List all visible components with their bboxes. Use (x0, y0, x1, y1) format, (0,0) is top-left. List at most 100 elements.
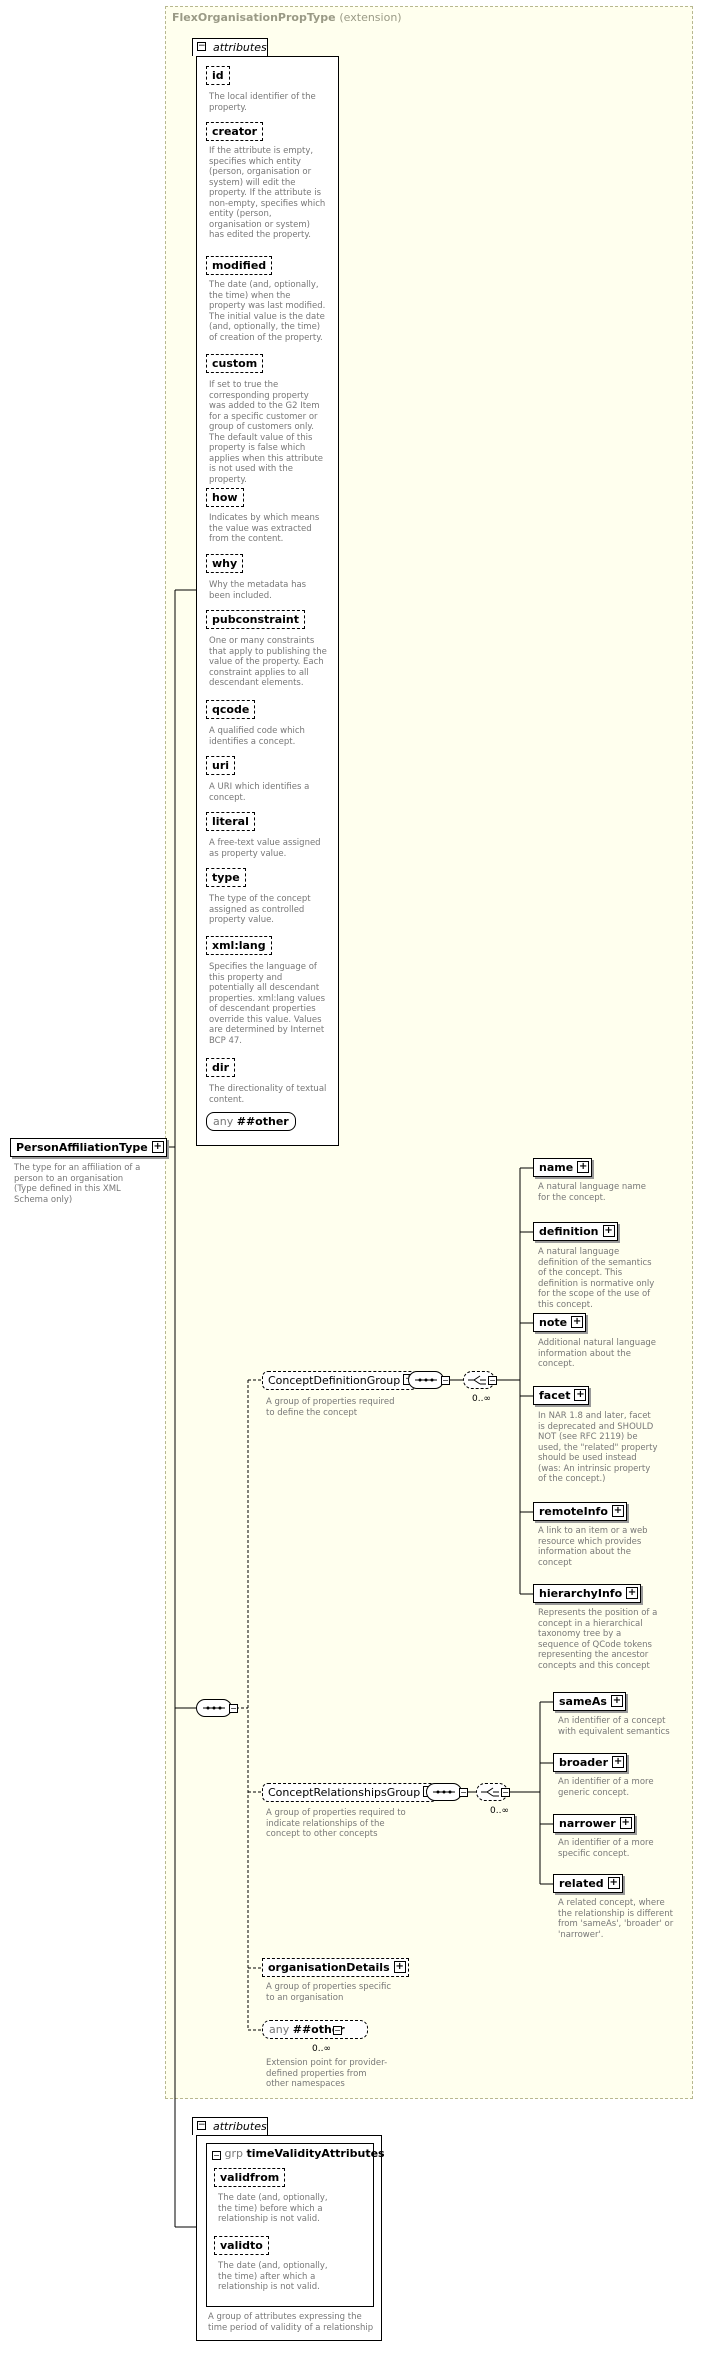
element-narrower-desc: An identifier of a more specific concept… (558, 1838, 654, 1859)
attributes-tab[interactable]: −attributes (192, 38, 268, 56)
element-name-desc: A natural language name for the concept. (538, 1182, 646, 1203)
attr-how[interactable]: how (206, 488, 244, 507)
attr-uri-desc: A URI which identifies a concept. (209, 782, 310, 803)
attr-dir[interactable]: dir (206, 1058, 236, 1077)
any-other-attribute[interactable]: any ##other (206, 1112, 296, 1131)
element-related-desc: A related concept, where the relationshi… (558, 1898, 674, 1940)
cdg-sequence-compositor[interactable] (408, 1371, 444, 1389)
element-narrower[interactable]: narrower (553, 1814, 635, 1833)
attr-validfrom[interactable]: validfrom (214, 2168, 286, 2187)
element-hierarchy-info[interactable]: hierarchyInfo (533, 1584, 642, 1603)
attr-pubconstraint-desc: One or many constraints that apply to pu… (209, 636, 327, 688)
attr-literal-label: literal (212, 815, 249, 828)
attr-pubconstraint[interactable]: pubconstraint (206, 610, 306, 629)
attr-why-desc: Why the metadata has been included. (209, 580, 307, 601)
crg-cardinality: 0..∞ (490, 1806, 509, 1816)
crg-choice-collapse-icon[interactable]: − (501, 1788, 510, 1797)
attr-type[interactable]: type (206, 868, 246, 887)
attr-id-desc: The local identifier of the property. (209, 92, 316, 113)
concept-relationships-group-label: ConceptRelationshipsGroup (268, 1786, 421, 1799)
element-facet[interactable]: facet (533, 1386, 590, 1405)
element-organisation-details[interactable]: organisationDetails (262, 1958, 409, 1977)
bottom-collapse-icon[interactable]: − (197, 2120, 206, 2130)
crg-sequence-compositor[interactable] (426, 1783, 462, 1801)
time-validity-name: timeValidityAttributes (246, 2147, 385, 2160)
attr-validto[interactable]: validto (214, 2236, 269, 2255)
bottom-attributes-tab[interactable]: −attributes (192, 2117, 268, 2135)
time-validity-desc: A group of attributes expressing the tim… (208, 2312, 374, 2333)
attr-dir-desc: The directionality of textual content. (209, 1084, 327, 1105)
element-remote-info-label: remoteInfo (539, 1505, 608, 1518)
crg-choice-compositor[interactable] (476, 1783, 508, 1801)
crg-sequence-collapse-icon[interactable]: − (459, 1788, 468, 1797)
attr-custom-desc: If set to true the corresponding propert… (209, 380, 324, 485)
sequence-compositor[interactable] (196, 1699, 232, 1717)
any-other-element-desc: Extension point for provider-defined pro… (266, 2058, 388, 2089)
attr-xml-lang[interactable]: xml:lang (206, 936, 272, 955)
element-same-as[interactable]: sameAs (553, 1692, 626, 1711)
element-name[interactable]: name (533, 1158, 593, 1177)
cdg-cardinality: 0..∞ (472, 1394, 491, 1404)
attr-qcode-desc: A qualified code which identifies a conc… (209, 726, 305, 747)
attr-why[interactable]: why (206, 554, 244, 573)
extension-title: FlexOrganisationPropType (extension) (172, 11, 402, 24)
element-definition[interactable]: definition (533, 1222, 618, 1241)
sequence-collapse-icon[interactable]: − (229, 1704, 238, 1713)
element-broader[interactable]: broader (553, 1753, 628, 1772)
attr-modified[interactable]: modified (206, 256, 273, 275)
element-related-label: related (559, 1877, 604, 1890)
attr-how-label: how (212, 491, 238, 504)
attr-creator-desc: If the attribute is empty, specifies whi… (209, 146, 326, 240)
attr-id-label: id (212, 69, 224, 82)
attr-validto-label: validto (220, 2239, 263, 2252)
any-element-keyword: any (269, 2023, 290, 2036)
root-element-label: PersonAffiliationType (16, 1141, 148, 1154)
attr-custom[interactable]: custom (206, 354, 264, 373)
element-note-label: note (539, 1316, 568, 1329)
element-organisation-details-label: organisationDetails (268, 1961, 390, 1974)
attr-qcode-label: qcode (212, 703, 250, 716)
element-broader-label: broader (559, 1756, 609, 1769)
attr-modified-desc: The date (and, optionally, the time) whe… (209, 280, 326, 343)
time-validity-collapse-icon[interactable]: − (212, 2151, 221, 2160)
element-hierarchy-info-label: hierarchyInfo (539, 1587, 623, 1600)
attr-validfrom-desc: The date (and, optionally, the time) bef… (218, 2193, 328, 2224)
concept-definition-group-desc: A group of properties required to define… (266, 1397, 395, 1418)
cdg-choice-collapse-icon[interactable]: − (488, 1376, 497, 1385)
element-remote-info[interactable]: remoteInfo (533, 1502, 627, 1521)
attr-pubconstraint-label: pubconstraint (212, 613, 300, 626)
attr-creator-label: creator (212, 125, 258, 138)
time-validity-header[interactable]: − grp timeValidityAttributes (212, 2147, 385, 2160)
extension-suffix: (extension) (339, 11, 402, 24)
element-remote-info-desc: A link to an item or a web resource whic… (538, 1526, 648, 1568)
extension-type-name: FlexOrganisationPropType (172, 11, 336, 24)
element-definition-label: definition (539, 1225, 599, 1238)
bottom-attributes-tab-label: attributes (213, 2120, 267, 2133)
attr-literal[interactable]: literal (206, 812, 255, 831)
attr-uri[interactable]: uri (206, 756, 236, 775)
cdg-sequence-icon (415, 1378, 437, 1382)
any-element-name: ##other (292, 2023, 345, 2036)
element-related[interactable]: related (553, 1874, 623, 1893)
any-other-element-collapse-icon[interactable]: − (333, 2026, 342, 2035)
element-organisation-details-desc: A group of properties specific to an org… (266, 1982, 391, 2003)
element-broader-desc: An identifier of a more generic concept. (558, 1777, 654, 1798)
cdg-choice-icon (468, 1375, 486, 1385)
concept-relationships-group[interactable]: ConceptRelationshipsGroup (262, 1783, 438, 1802)
attr-type-label: type (212, 871, 240, 884)
attr-qcode[interactable]: qcode (206, 700, 256, 719)
attr-uri-label: uri (212, 759, 230, 772)
attributes-box (196, 56, 339, 1146)
root-description: The type for an affiliation of a person … (14, 1163, 141, 1205)
attr-id[interactable]: id (206, 66, 230, 85)
cdg-sequence-collapse-icon[interactable]: − (441, 1376, 450, 1385)
concept-definition-group[interactable]: ConceptDefinitionGroup (262, 1371, 418, 1390)
collapse-icon[interactable]: − (197, 41, 206, 51)
any-other-element-cardinality: 0..∞ (312, 2044, 331, 2054)
attr-validfrom-label: validfrom (220, 2171, 280, 2184)
attr-creator[interactable]: creator (206, 122, 264, 141)
root-element-person-affiliation-type[interactable]: PersonAffiliationType (10, 1138, 167, 1157)
element-note[interactable]: note (533, 1313, 587, 1332)
any-other-element[interactable]: any ##other (262, 2020, 368, 2039)
